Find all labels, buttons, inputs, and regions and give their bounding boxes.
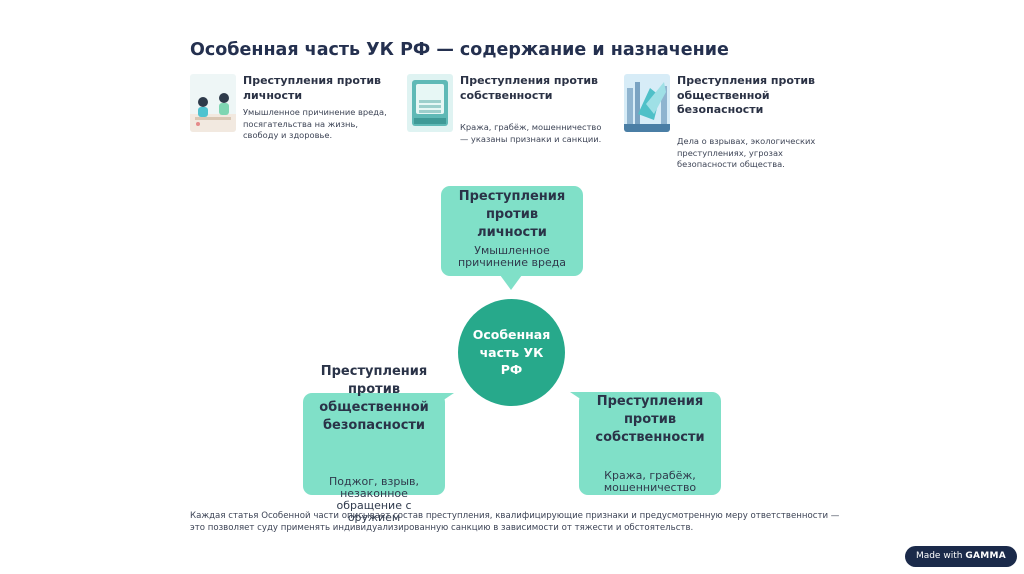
bubble-title: Преступления против личности	[458, 189, 566, 240]
bubble-description: Кража, грабёж, мошенничество	[603, 469, 697, 494]
card-property-crimes: Преступления против собственности Кража,…	[407, 74, 617, 144]
footer-text: Каждая статья Особенной части описывает …	[190, 511, 840, 533]
bubble-personal-pointer	[500, 275, 522, 290]
card-description: Умышленное причинение вреда, посягательс…	[243, 107, 387, 140]
center-label: Особенная часть УК РФ	[472, 327, 551, 378]
bubble-property: Преступления против собственности Кража,…	[579, 392, 721, 495]
city-illustration	[624, 74, 670, 132]
bubble-description: Поджог, взрыв, незаконное обращение с ор…	[329, 475, 419, 524]
center-circle: Особенная часть УК РФ	[458, 299, 565, 406]
bubble-title: Преступления против собственности	[595, 394, 705, 445]
bubble-public-safety: Преступления против общественной безопас…	[303, 364, 445, 524]
bubble-description: Умышленное причинение вреда	[457, 244, 567, 269]
safe-illustration	[407, 74, 453, 132]
card-public-safety-crimes: Преступления против общественной безопас…	[624, 74, 834, 174]
made-with-gamma-badge[interactable]: Made with GAMMA	[905, 546, 1017, 567]
card-description: Дела о взрывах, экологических преступлен…	[677, 136, 816, 169]
badge-brand: GAMMA	[965, 551, 1007, 561]
page-title: Особенная часть УК РФ — содержание и наз…	[190, 40, 729, 60]
bubble-title: Преступления против общественной безопас…	[319, 364, 429, 433]
card-personal-crimes: Преступления против личности Умышленное …	[190, 74, 400, 144]
card-title: Преступления против общественной безопас…	[677, 74, 815, 116]
card-title: Преступления против личности	[243, 74, 381, 102]
people-illustration	[190, 74, 236, 132]
card-description: Кража, грабёж, мошенничество — указаны п…	[460, 122, 602, 144]
badge-prefix: Made with	[915, 551, 963, 561]
bubble-personal: Преступления против личности Умышленное …	[441, 186, 583, 276]
card-title: Преступления против собственности	[460, 74, 598, 102]
